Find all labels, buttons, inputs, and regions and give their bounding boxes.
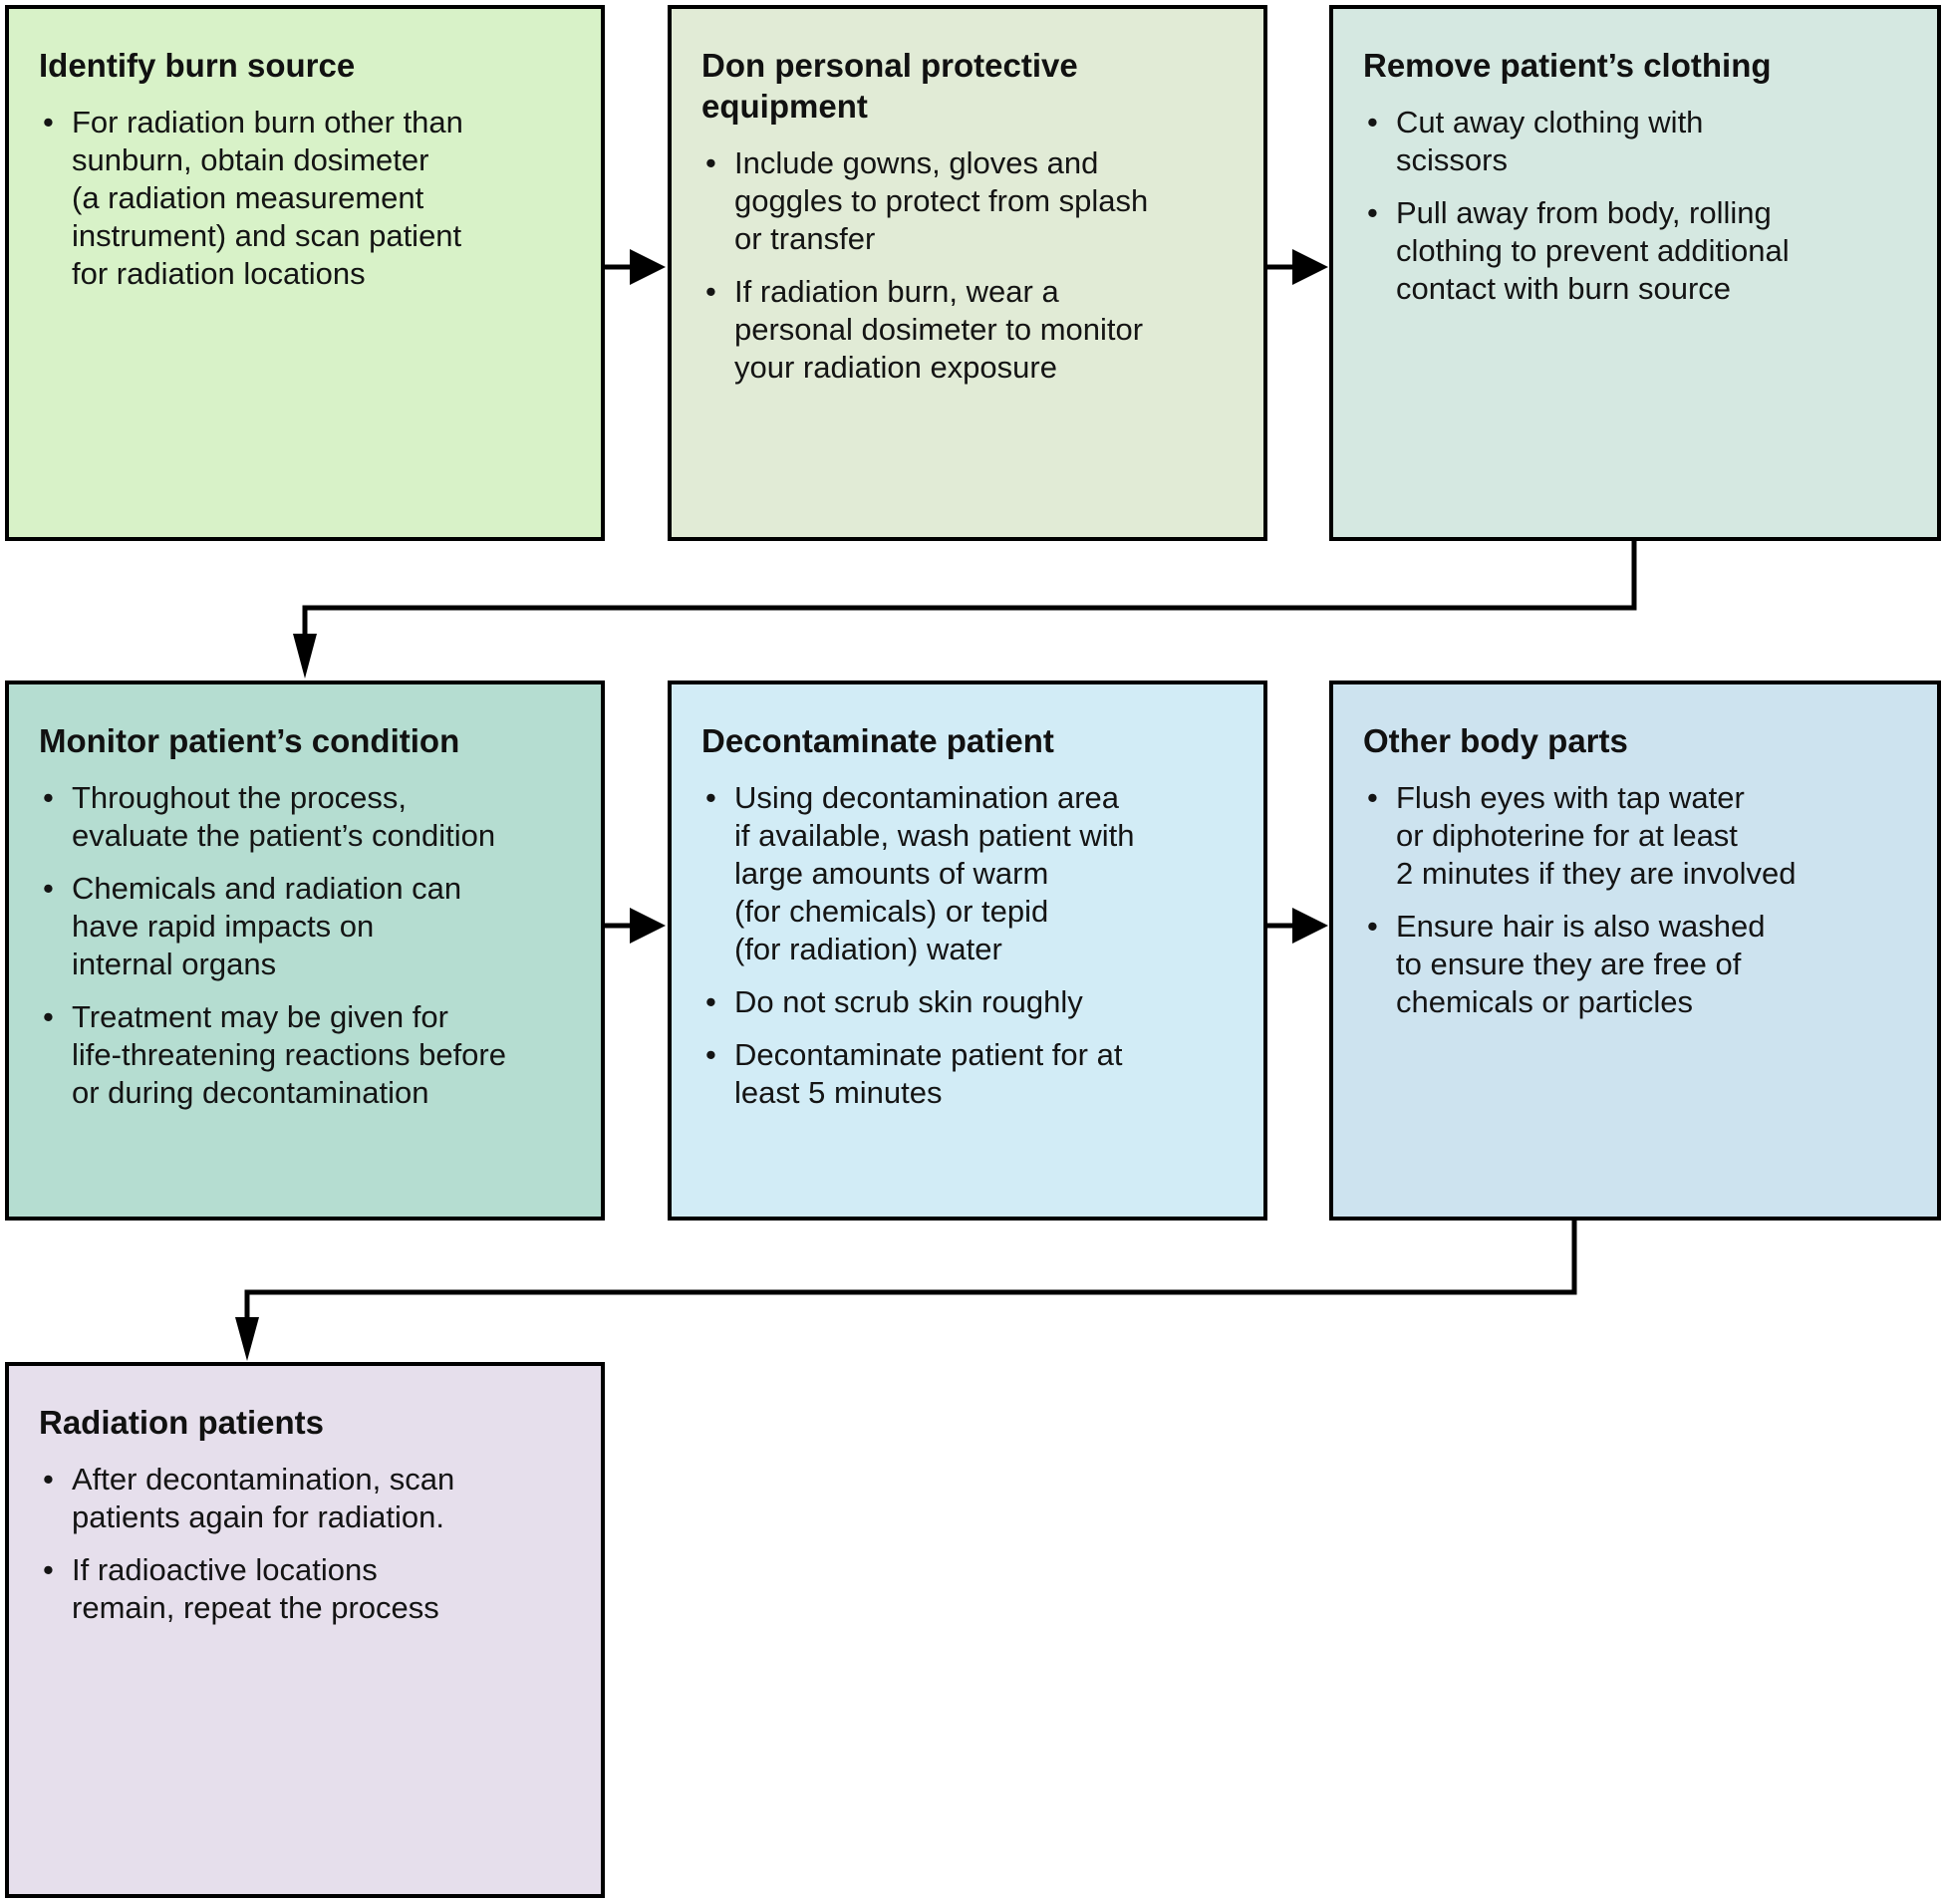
bullet-item: Treatment may be given for life-threaten… (39, 998, 581, 1112)
box-title: Radiation patients (39, 1404, 325, 1441)
arrow-box4-box5 (605, 908, 666, 944)
step-box-monitor-condition: Monitor patient’s condition Throughout t… (5, 680, 605, 1221)
arrow-box5-box6 (1267, 908, 1328, 944)
step-box-identify-burn-source: Identify burn source For radiation burn … (5, 5, 605, 541)
bullet-list: Throughout the process, evaluate the pat… (39, 779, 581, 1112)
bullet-list: Flush eyes with tap water or diphoterine… (1363, 779, 1917, 1021)
bullet-item: If radioactive locations remain, repeat … (39, 1551, 581, 1627)
box-title: Decontaminate patient (701, 722, 1054, 759)
bullet-item: For radiation burn other than sunburn, o… (39, 104, 581, 293)
bullet-item: Flush eyes with tap water or diphoterine… (1363, 779, 1917, 893)
bullet-item: If radiation burn, wear a personal dosim… (701, 273, 1244, 387)
bullet-item: Using decontamination area if available,… (701, 779, 1244, 968)
box-title: Remove patient’s clothing (1363, 47, 1772, 84)
step-box-radiation-patients: Radiation patients After decontamination… (5, 1362, 605, 1898)
step-box-decontaminate-patient: Decontaminate patient Using decontaminat… (668, 680, 1267, 1221)
bullet-item: Ensure hair is also washed to ensure the… (1363, 908, 1917, 1021)
step-box-remove-clothing: Remove patient’s clothing Cut away cloth… (1329, 5, 1941, 541)
bullet-item: Pull away from body, rolling clothing to… (1363, 194, 1917, 308)
arrow-box6-box7 (235, 1221, 1577, 1361)
bullet-item: Chemicals and radiation can have rapid i… (39, 870, 581, 983)
arrow-box1-box2 (605, 249, 666, 285)
bullet-list: Using decontamination area if available,… (701, 779, 1244, 1112)
bullet-list: For radiation burn other than sunburn, o… (39, 104, 581, 293)
bullet-item: Do not scrub skin roughly (701, 983, 1244, 1021)
box-title: Don personal protective equipment (701, 47, 1078, 125)
bullet-item: Cut away clothing with scissors (1363, 104, 1917, 179)
bullet-item: Include gowns, gloves and goggles to pro… (701, 144, 1244, 258)
bullet-item: Decontaminate patient for at least 5 min… (701, 1036, 1244, 1112)
arrow-box3-box4 (293, 541, 1637, 679)
bullet-item: Throughout the process, evaluate the pat… (39, 779, 581, 855)
bullet-item: After decontamination, scan patients aga… (39, 1461, 581, 1536)
box-title: Other body parts (1363, 722, 1628, 759)
box-title: Identify burn source (39, 47, 356, 84)
bullet-list: After decontamination, scan patients aga… (39, 1461, 581, 1627)
arrow-box2-box3 (1267, 249, 1328, 285)
bullet-list: Cut away clothing with scissors Pull awa… (1363, 104, 1917, 308)
bullet-list: Include gowns, gloves and goggles to pro… (701, 144, 1244, 387)
box-title: Monitor patient’s condition (39, 722, 460, 759)
step-box-don-ppe: Don personal protective equipment Includ… (668, 5, 1267, 541)
step-box-other-body-parts: Other body parts Flush eyes with tap wat… (1329, 680, 1941, 1221)
